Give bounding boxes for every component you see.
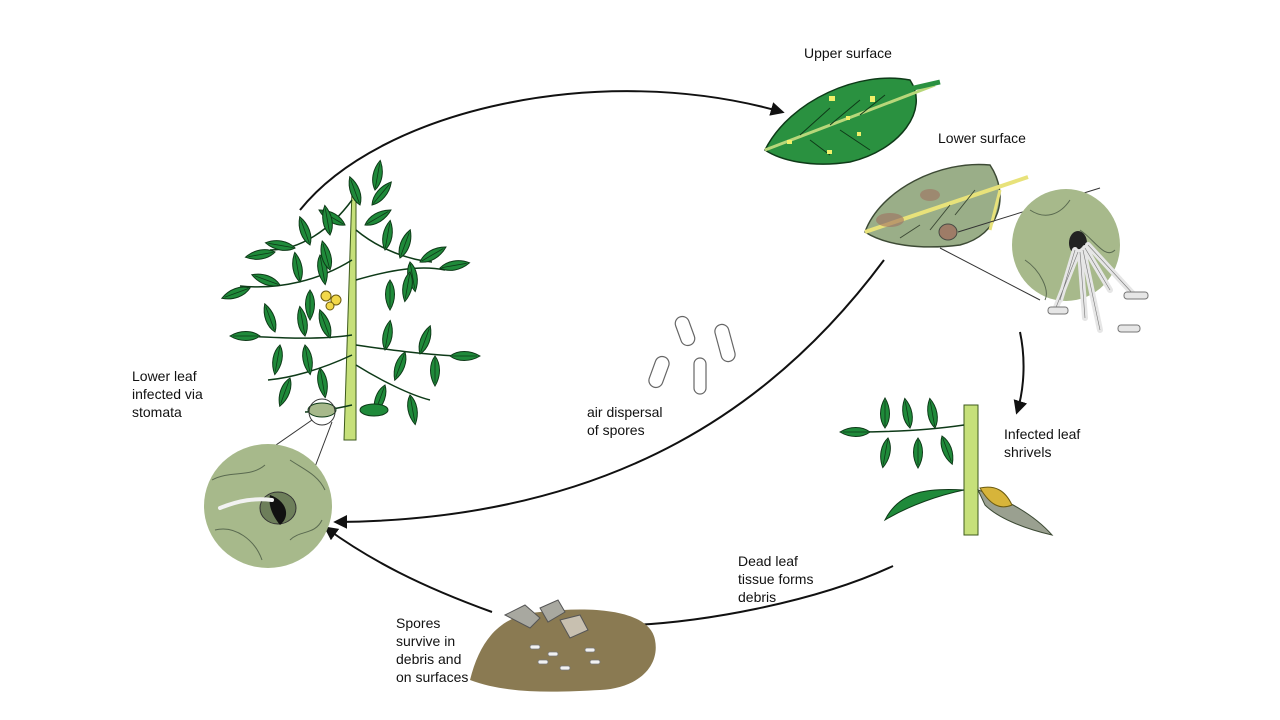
label-infected-leaf-shrivels: Infected leaf shrivels: [1004, 426, 1081, 460]
tomato-flowers: [320, 290, 342, 311]
soil-debris: [470, 599, 656, 692]
stomata-zoom: [204, 419, 333, 568]
arrow-air-dispersal: [333, 259, 885, 529]
label-upper-surface: Upper surface: [804, 45, 892, 61]
lower-surface-leaf: [864, 163, 1029, 248]
arrow-leaf-to-shrivel: [1013, 331, 1028, 415]
arrow-debris-to-infection: [323, 526, 493, 613]
airborne-spores: [648, 315, 736, 395]
label-lower-leaf-infected: Lower leaf infected via stomata: [132, 368, 203, 420]
upper-surface-leaf: [764, 77, 941, 165]
label-spores-survive: Spores survive in debris and on surfaces: [396, 615, 469, 685]
label-lower-surface: Lower surface: [938, 130, 1026, 146]
tomato-plant: [219, 159, 481, 441]
label-air-dispersal: air dispersal of spores: [587, 404, 663, 438]
label-dead-leaf-debris: Dead leaf tissue forms debris: [738, 553, 814, 605]
arrow-plant-to-upper-leaf: [299, 90, 785, 211]
lower-surface-zoom: [939, 187, 1149, 333]
shrivelled-leaf-branch: [839, 397, 1054, 536]
